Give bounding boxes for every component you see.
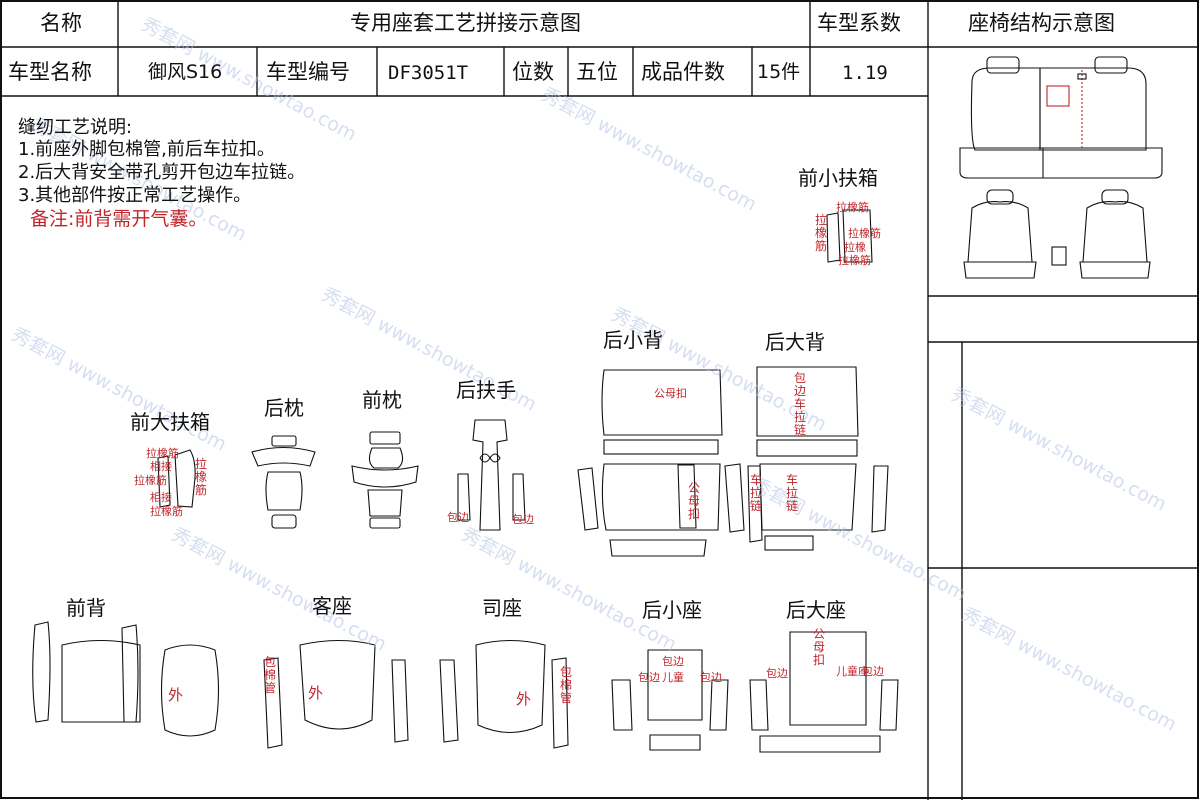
label-front-headrest: 前枕 [362, 388, 402, 412]
driver-seat-pieces [439, 640, 569, 749]
annotation-male-female-button-vertical: 公母扣 [813, 627, 826, 667]
label-front-small-armrest: 前小扶箱 [798, 166, 878, 190]
annotation-child-seat: 儿童 [662, 671, 684, 684]
annotation-rubber-band: 拉橡筋 [134, 474, 167, 487]
name-label: 名称 [40, 11, 82, 35]
coefficient-label: 车型系数 [817, 11, 901, 35]
annotation-child-seat: 儿童座 [836, 665, 869, 678]
front-big-armrest-pieces [157, 449, 196, 508]
rear-big-seat-pieces [749, 631, 899, 753]
label-front-big-armrest: 前大扶箱 [130, 410, 210, 434]
annotation-rubber-band: 拉橡筋 [836, 201, 869, 214]
coefficient-value: 1.19 [842, 62, 888, 84]
label-driver-seat: 司座 [482, 596, 522, 620]
annotation-binding: 包边 [512, 513, 534, 526]
annotation-connect: 相接 [150, 491, 172, 504]
pieces-label: 成品件数 [641, 60, 725, 84]
annotation-connect: 相接 [150, 460, 172, 473]
annotation-binding-zipper: 包边车拉链 [794, 371, 807, 437]
label-rear-big-back: 后大背 [765, 330, 825, 354]
notes-heading: 缝纫工艺说明: [18, 117, 133, 138]
label-front-back: 前背 [66, 596, 106, 620]
annotation-outer: 外 [168, 686, 184, 704]
sheet-title: 专用座套工艺拼接示意图 [350, 11, 581, 35]
rear-big-back-pieces [724, 366, 889, 551]
model-name-value: 御风S16 [148, 61, 223, 83]
annotation-rubber-band: 拉橡筋 [150, 505, 183, 518]
label-rear-big-seat: 后大座 [786, 598, 846, 622]
passenger-seat-pieces [263, 640, 409, 749]
seats-label: 位数 [512, 60, 554, 84]
label-rear-armrest: 后扶手 [456, 378, 516, 402]
model-name-label: 车型名称 [8, 60, 92, 84]
annotation-rubber-band-vertical: 拉橡筋 [815, 213, 828, 253]
annotation-binding: 包边 [700, 671, 722, 684]
annotation-binding: 包边 [638, 671, 660, 684]
annotation-rubber-band: 拉橡筋 [848, 227, 881, 240]
annotation-rubber-band-vertical: 拉橡筋 [195, 457, 208, 497]
annotation-male-female-button: 公母扣 [654, 387, 687, 400]
rear-bench-structure [959, 56, 1163, 179]
front-small-armrest-pieces [826, 209, 873, 263]
notes-remark: 备注:前背需开气囊。 [30, 208, 208, 230]
annotation-car-zipper: 车拉链 [750, 473, 763, 513]
front-headrest-pieces [351, 431, 419, 529]
structure-label: 座椅结构示意图 [968, 11, 1115, 35]
annotation-binding: 包边 [447, 511, 469, 524]
annotation-binding: 包边 [766, 667, 788, 680]
annotation-outer: 外 [516, 690, 532, 708]
annotation-rubber: 拉橡 [844, 241, 866, 254]
front-seat-structure [963, 189, 1151, 279]
annotation-rubber-band: 拉橡筋 [838, 254, 871, 267]
annotation-binding-tube: 包棉管 [264, 655, 277, 695]
notes-item-1: 1.前座外脚包棉管,前后车拉扣。 [18, 139, 275, 160]
annotation-male-female-button-vertical: 公母扣 [688, 481, 701, 521]
model-code-label: 车型编号 [266, 60, 350, 84]
rear-headrest-pieces [251, 435, 316, 529]
seats-value: 五位 [576, 60, 618, 84]
annotation-outer: 外 [308, 684, 324, 702]
annotation-binding: 包边 [662, 655, 684, 668]
label-rear-small-seat: 后小座 [642, 598, 702, 622]
rear-small-back-pieces [577, 369, 723, 557]
annotation-binding-tube: 包棉管 [560, 665, 573, 705]
annotation-car-zipper: 车拉链 [786, 473, 799, 513]
front-back-pieces [32, 621, 220, 737]
pieces-value: 15件 [757, 61, 801, 83]
rear-armrest-pieces [457, 419, 526, 531]
label-rear-small-back: 后小背 [603, 328, 663, 352]
notes-item-3: 3.其他部件按正常工艺操作。 [18, 185, 252, 206]
rear-small-seat-pieces [611, 649, 729, 751]
model-code-value: DF3051T [388, 62, 469, 84]
annotation-rubber-band: 拉橡筋 [146, 447, 179, 460]
label-passenger-seat: 客座 [312, 594, 352, 618]
notes-item-2: 2.后大背安全带孔剪开包边车拉链。 [18, 162, 306, 183]
label-rear-headrest: 后枕 [264, 396, 304, 420]
annotation-binding: 包边 [862, 665, 884, 678]
